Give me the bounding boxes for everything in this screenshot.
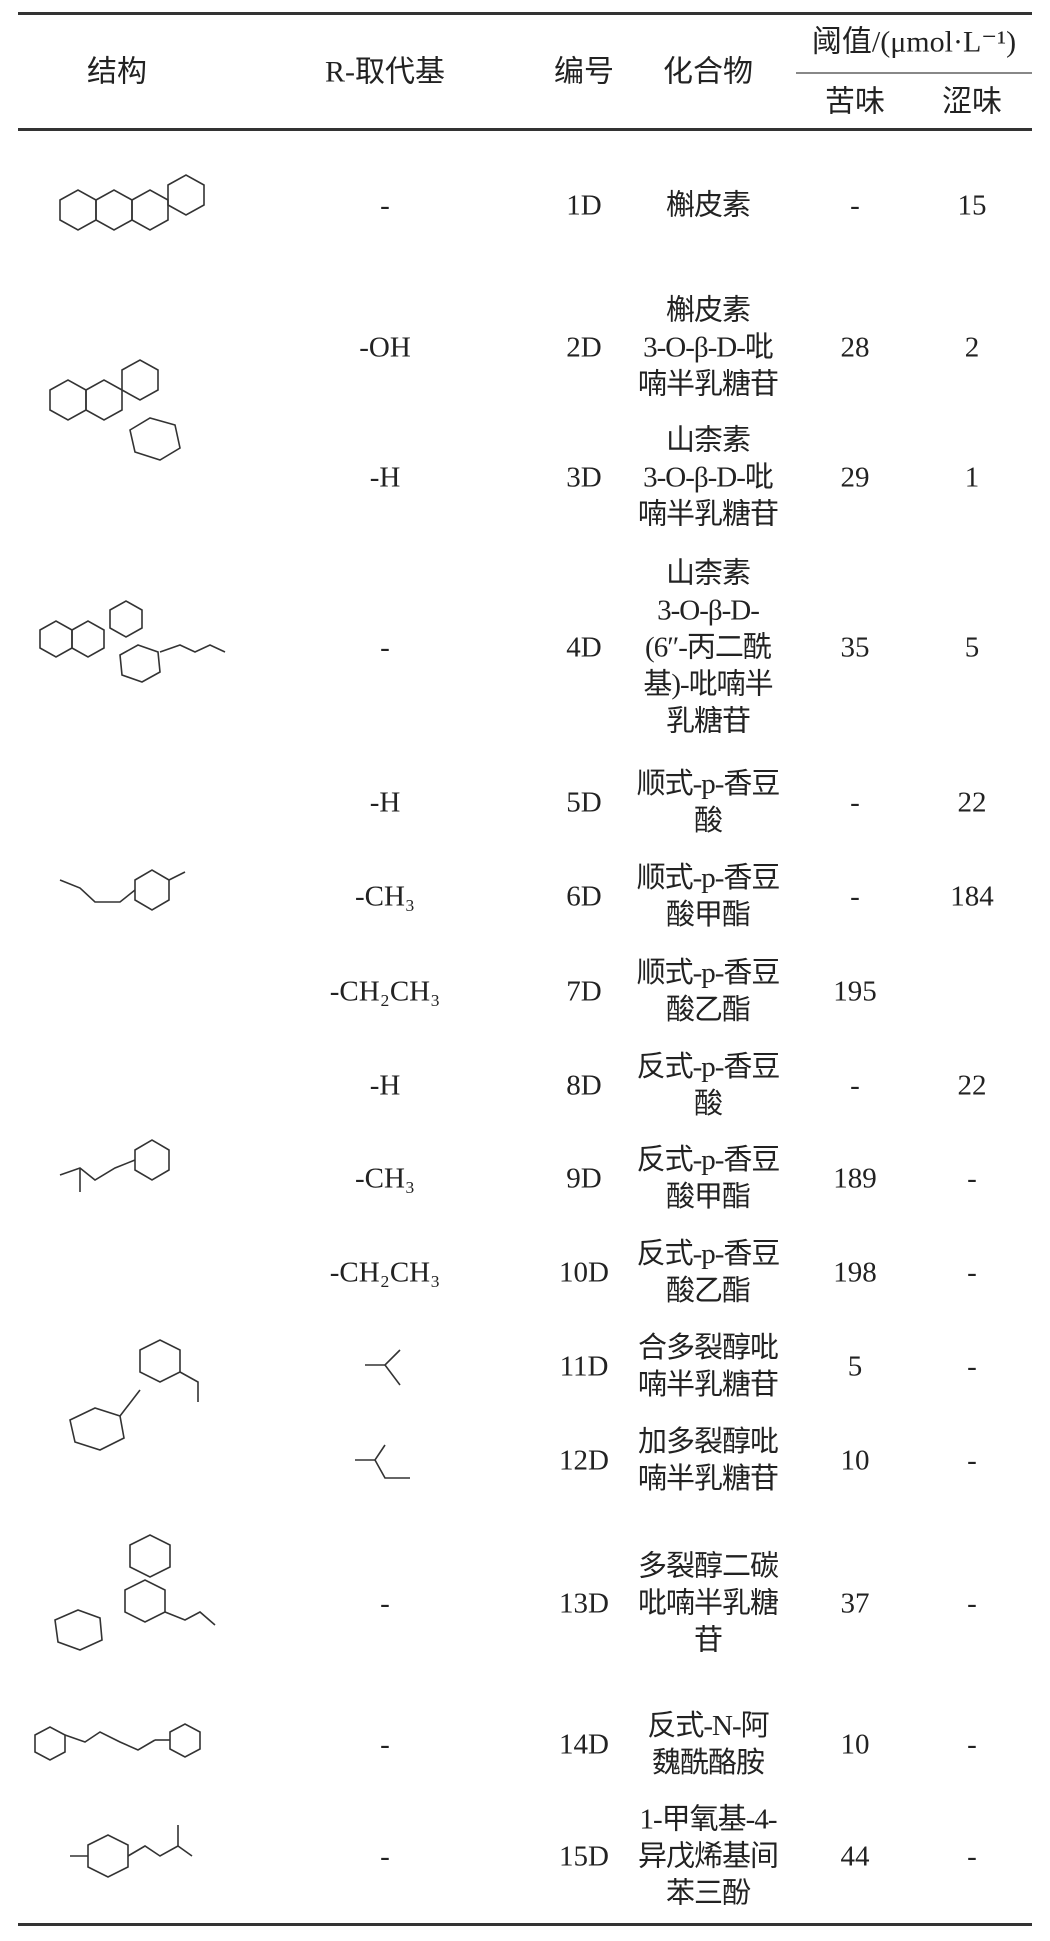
compound-name: 反式-p-香豆 酸甲酯 [636,1144,781,1213]
compound-name: 多裂醇二碳 吡喃半乳糖 苷 [637,1550,779,1657]
compound-name: 山柰素 3-O-β-D-吡 喃半乳糖苷 [637,424,779,531]
compound-number: 9D [566,1162,602,1195]
structure-flavonol-glycoside [49,359,181,461]
header-r-substituent: R-取代基 [325,55,445,89]
compound-name: 反式-N-阿 魏酰酪胺 [647,1710,769,1779]
r-substituent: - [380,631,390,664]
bitter-threshold: - [850,786,860,819]
bitter-threshold: 198 [833,1256,877,1289]
compound-number: 3D [566,461,602,494]
astringent-threshold: - [967,1350,977,1383]
bitter-threshold: - [850,189,860,222]
r-substituent: -CH₃ [354,1162,416,1195]
astringent-threshold: - [967,1444,977,1477]
header-bottom-rule [18,128,1032,131]
compound-number: 5D [566,786,602,819]
bitter-threshold: 189 [833,1162,877,1195]
bitter-threshold: - [850,1069,860,1102]
compound-name: 加多裂醇吡 喃半乳糖苷 [637,1426,779,1495]
astringent-threshold: - [967,1162,977,1195]
astringent-threshold: - [967,1728,977,1761]
astringent-threshold: 22 [957,786,987,819]
r-substituent: -CH₂CH₃ [329,975,441,1008]
r-substituent: - [380,1840,390,1873]
astringent-threshold: 5 [964,631,980,664]
header-threshold: 阈值/(μmol·L⁻¹) [811,25,1017,59]
bitter-threshold: 35 [840,631,870,664]
compound-name: 1-甲氧基-4- 异戊烯基间 苯三酚 [637,1803,779,1910]
header-structure: 结构 [87,55,147,89]
astringent-threshold: - [967,1256,977,1289]
top-rule [18,12,1032,15]
bitter-threshold: 195 [833,975,877,1008]
astringent-threshold: 15 [957,189,987,222]
structure-cis-coumarate [59,869,186,911]
compound-name: 顺式-p-香豆 酸 [636,768,781,837]
compound-number: 4D [566,631,602,664]
compound-name: 反式-p-香豆 酸 [636,1051,781,1120]
bitter-threshold: 44 [840,1840,870,1873]
compound-name: 山柰素 3-O-β-D- (6″-丙二酰 基)-吡喃半 乳糖苷 [643,557,773,738]
astringent-threshold: - [967,1840,977,1873]
compound-number: 12D [559,1444,609,1477]
compound-number: 15D [559,1840,609,1873]
r-group-isopropyl [365,1349,401,1386]
header-bitter: 苦味 [825,85,885,119]
r-substituent: -H [369,461,401,494]
compound-name: 槲皮素 [665,189,751,222]
bitter-threshold: 28 [840,331,870,364]
compound-number: 6D [566,880,602,913]
compound-number: 10D [559,1256,609,1289]
compound-number: 13D [559,1587,609,1620]
r-group-isobutyl [355,1444,410,1479]
compound-number: 14D [559,1728,609,1761]
structure-diglycoside [54,1534,216,1651]
r-substituent: - [380,1728,390,1761]
bitter-threshold: 5 [847,1350,863,1383]
compound-name: 反式-p-香豆 酸乙酯 [636,1238,781,1307]
r-substituent: - [380,189,390,222]
astringent-threshold: - [967,1587,977,1620]
r-substituent: -H [369,786,401,819]
r-substituent: -CH₃ [354,880,416,913]
bitter-threshold: - [850,880,860,913]
bitter-threshold: 29 [840,461,870,494]
header-sub-rule [796,72,1032,74]
compound-number: 2D [566,331,602,364]
compound-name: 顺式-p-香豆 酸乙酯 [636,957,781,1026]
bitter-threshold: 10 [840,1444,870,1477]
structure-malonyl-glycoside [39,600,226,683]
header-number: 编号 [554,55,614,89]
astringent-threshold: 2 [964,331,980,364]
bitter-threshold: 10 [840,1728,870,1761]
bottom-rule [18,1923,1032,1926]
compound-name: 顺式-p-香豆 酸甲酯 [636,862,781,931]
structure-methoxy-prenyl-phloroglucinol [70,1825,193,1878]
astringent-threshold: 184 [950,880,994,913]
header-compound: 化合物 [663,55,753,89]
structure-quercetin [59,174,205,231]
bitter-threshold: 37 [840,1587,870,1620]
compound-number: 11D [559,1350,609,1383]
structure-phloroglucinol-glycoside [69,1339,199,1451]
compound-name: 合多裂醇吡 喃半乳糖苷 [637,1332,779,1401]
compound-number: 1D [566,189,602,222]
compound-name: 槲皮素 3-O-β-D-吡 喃半乳糖苷 [637,294,779,401]
r-substituent: -OH [359,331,411,364]
compound-number: 7D [566,975,602,1008]
r-substituent: -CH₂CH₃ [329,1256,441,1289]
r-substituent: - [380,1587,390,1620]
structure-feruloyltyramine [34,1723,201,1761]
structure-trans-coumarate [59,1139,170,1192]
compound-number: 8D [566,1069,602,1102]
header-astringent: 涩味 [942,85,1002,119]
r-substituent: -H [369,1069,401,1102]
astringent-threshold: 22 [957,1069,987,1102]
astringent-threshold: 1 [964,461,980,494]
